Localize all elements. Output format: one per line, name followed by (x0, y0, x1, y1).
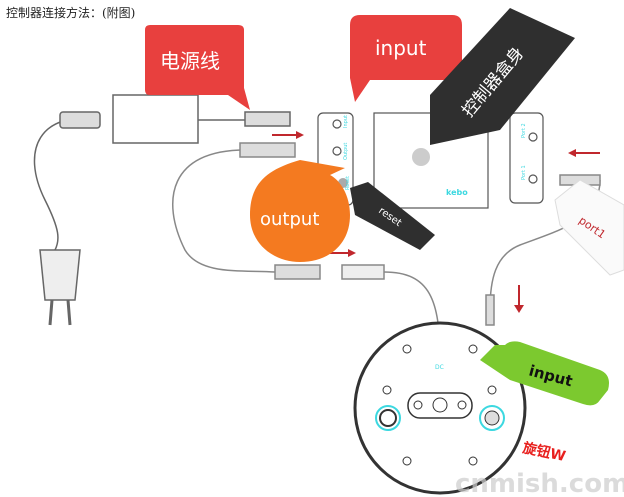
watermark: cnmish.com (455, 469, 624, 497)
callout-controller-box: 控制器盒身 (430, 8, 575, 145)
callout-port1: port1 (554, 179, 624, 276)
robot-base (353, 321, 527, 495)
power-adapter (33, 94, 291, 326)
panel-input-label: Input (343, 115, 349, 128)
callout-power-cable: 电源线 (145, 25, 250, 110)
callout-input-robot: input (480, 341, 609, 406)
knob-label: 旋钮W (520, 439, 567, 465)
panel-port2-label: Port 2 (521, 123, 527, 138)
callout-input-top: input (350, 15, 462, 102)
input-top-label: input (375, 36, 427, 60)
dc-label: DC (435, 364, 444, 371)
panel-output-label: Output (343, 143, 349, 160)
arrows (272, 131, 600, 313)
callout-reset: reset (350, 182, 435, 250)
panel-reset-label: Reset (345, 176, 351, 190)
page-title: 控制器连接方法：(附图) (6, 6, 136, 20)
panel-port1-label: Port 1 (521, 165, 527, 180)
cables (172, 142, 601, 361)
callout-output: output (250, 160, 350, 262)
logo: kebo (446, 188, 468, 197)
output-label: output (260, 209, 319, 230)
power-cable-label: 电源线 (160, 49, 220, 73)
